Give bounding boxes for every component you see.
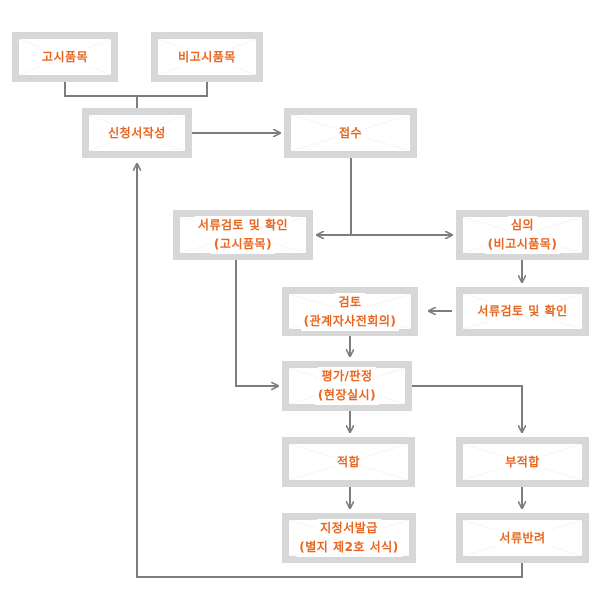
node-application: 신청서작성: [82, 108, 192, 158]
node-label-line1: 검토: [335, 292, 365, 312]
node-label: 고시품목: [38, 47, 92, 67]
node-review-committee: 검토 (관계자사전회의): [282, 287, 418, 336]
node-label-line1: 평가/판정: [318, 367, 376, 386]
node-suitable: 적합: [282, 437, 415, 487]
node-certificate: 지정서발급 (별지 제2호 서식): [282, 513, 416, 563]
node-label: 신청서작성: [105, 123, 169, 143]
connector-items-merge: [64, 82, 208, 97]
node-doc-review-notified: 서류검토 및 확인 (고시품목): [173, 210, 313, 260]
arrow-return-to-application: [137, 164, 523, 578]
node-evaluation: 평가/판정 (현장실시): [282, 361, 412, 411]
node-label: 적합: [333, 452, 364, 472]
node-label-line2: (관계자사전회의): [300, 311, 400, 331]
arrow-evaluation-to-unsuitable: [412, 385, 522, 432]
node-receipt: 접수: [284, 108, 417, 158]
node-label: 서류검토 및 확인: [474, 302, 571, 321]
node-doc-review: 서류검토 및 확인: [456, 287, 589, 336]
node-label-line2: (현장실시): [314, 386, 380, 405]
node-label-line2: (비고시품목): [484, 235, 561, 254]
node-label-line2: (별지 제2호 서식): [296, 538, 402, 557]
node-label-line1: 지정서발급: [317, 519, 381, 538]
node-label: 접수: [335, 123, 366, 143]
node-notified-items: 고시품목: [12, 32, 118, 82]
node-deliberation: 심의 (비고시품목): [456, 210, 589, 260]
node-label-line1: 서류검토 및 확인: [194, 216, 292, 235]
arrow-doc-review-notified-to-evaluation: [235, 260, 278, 386]
node-unsuitable: 부적합: [456, 437, 589, 487]
node-label: 부적합: [502, 452, 543, 472]
node-label: 서류반려: [496, 528, 549, 548]
node-label-line1: 심의: [507, 216, 538, 235]
node-return-docs: 서류반려: [456, 513, 589, 563]
node-label: 비고시품목: [175, 47, 239, 67]
node-label-line2: (고시품목): [210, 235, 276, 254]
node-non-notified-items: 비고시품목: [151, 32, 263, 82]
